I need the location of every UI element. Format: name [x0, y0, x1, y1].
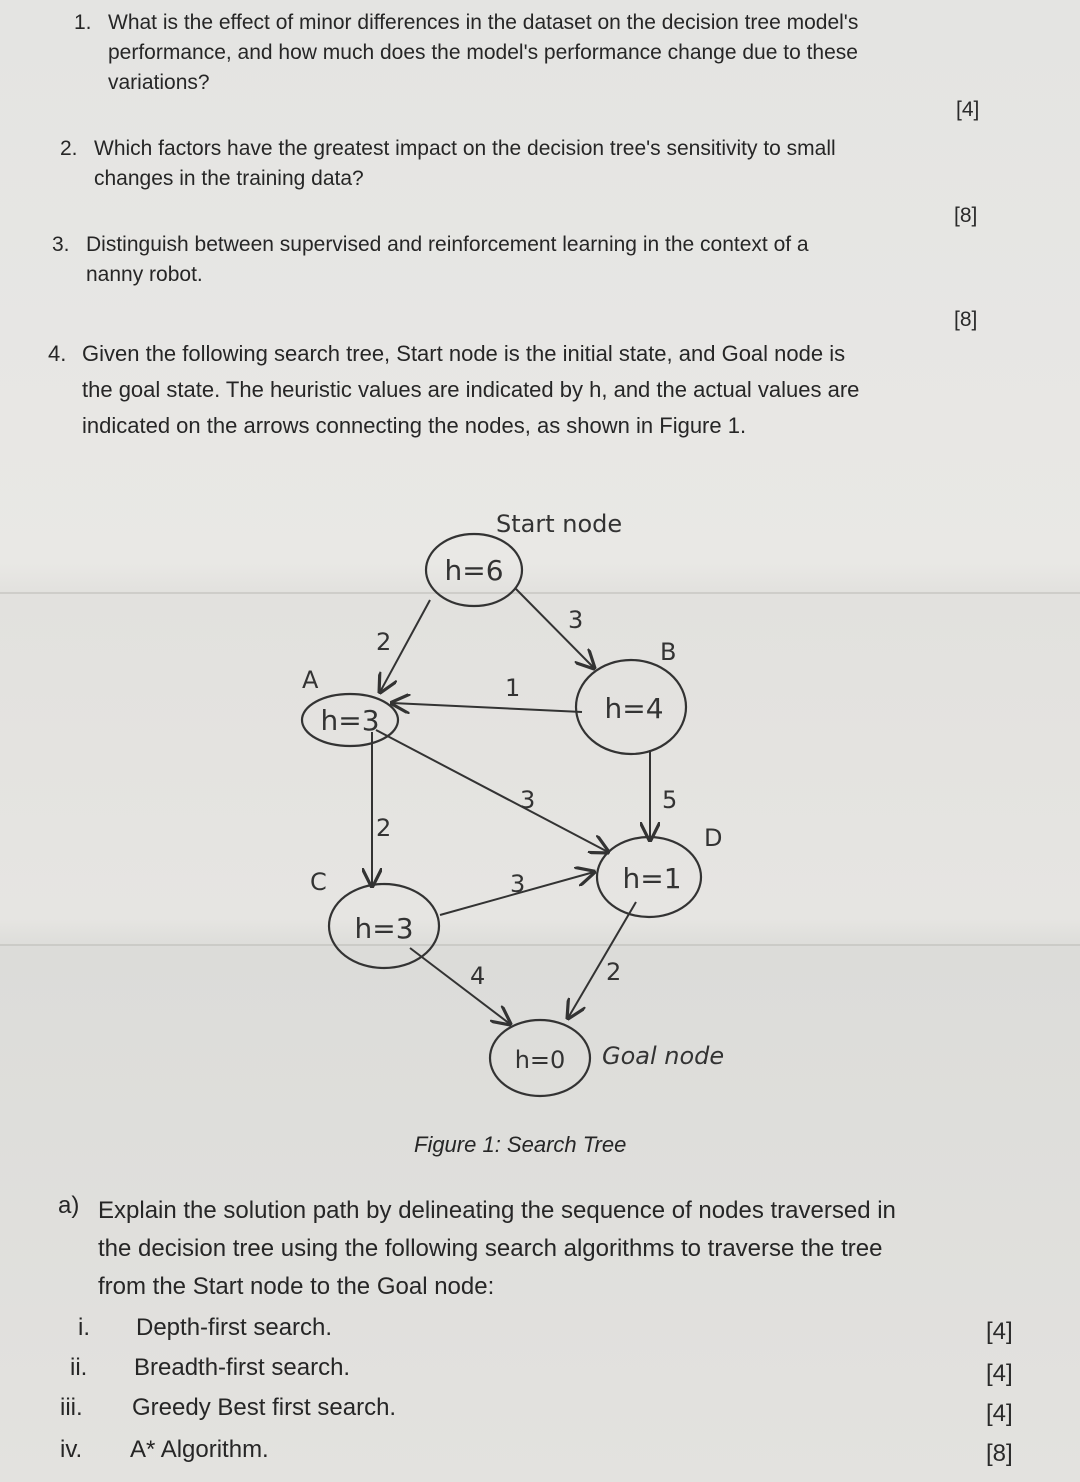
edge-weight-A-C: 2 [376, 814, 391, 842]
node-goal-h: h=0 [515, 1046, 566, 1074]
edge-C-goal [409, 947, 510, 1024]
figure-caption: Figure 1: Search Tree [414, 1132, 627, 1157]
node-D-h: h=1 [622, 862, 681, 895]
question-marks: [8] [954, 308, 978, 331]
question-3: 3. Distinguish between supervised and re… [52, 230, 809, 290]
edge-weight-start-A: 2 [376, 628, 391, 656]
node-C-name: C [310, 868, 327, 896]
edge-weight-B-A: 1 [505, 674, 520, 702]
item-text: Greedy Best first search. [132, 1394, 397, 1421]
algorithm-item: i. Depth-first search. [78, 1314, 333, 1342]
node-goal [488, 1018, 592, 1098]
start-node-label: Start node [496, 510, 622, 538]
part-a-line: the decision tree using the following se… [98, 1235, 883, 1262]
question-number: 4. [48, 341, 67, 366]
question-4: 4. Given the following search tree, Star… [48, 336, 860, 444]
question-text-line: indicated on the arrows connecting the n… [82, 413, 747, 438]
part-a-line: from the Start node to the Goal node: [98, 1273, 495, 1300]
node-A [300, 692, 400, 748]
question-text-line: Distinguish between supervised and reinf… [86, 233, 809, 256]
edge-weight-D-goal: 2 [606, 958, 621, 986]
edge-weight-A-D: 3 [520, 786, 535, 814]
item-numeral: i. [78, 1314, 90, 1341]
question-text-line: nanny robot. [86, 263, 203, 286]
question-text-line: Given the following search tree, Start n… [82, 341, 846, 366]
part-a-text: Explain the solution path by delineating… [98, 1192, 998, 1306]
question-1: 1. What is the effect of minor differenc… [74, 8, 859, 98]
question-marks: [8] [954, 204, 978, 227]
node-B [574, 658, 688, 756]
node-C-h: h=3 [354, 912, 413, 945]
item-text: Breadth-first search. [134, 1354, 351, 1381]
question-text-line: the goal state. The heuristic values are… [82, 377, 860, 402]
question-text-line: performance, and how much does the model… [108, 41, 858, 64]
node-A-name: A [302, 666, 319, 694]
node-C [327, 882, 441, 970]
edge-B-A [392, 703, 583, 712]
question-number: 1. [74, 11, 92, 34]
algorithm-item: iii. Greedy Best first search. [60, 1394, 397, 1422]
node-B-name: B [660, 638, 676, 666]
item-numeral: iv. [60, 1436, 83, 1463]
part-a-line: Explain the solution path by delineating… [98, 1197, 896, 1224]
item-marks: [4] [986, 1400, 1013, 1427]
edge-D-goal [568, 901, 637, 1018]
item-text: A* Algorithm. [130, 1436, 269, 1463]
algorithm-item: iv. A* Algorithm. [60, 1436, 269, 1464]
item-marks: [4] [986, 1360, 1013, 1387]
question-text-line: changes in the training data? [94, 167, 364, 190]
edge-weight-C-goal: 4 [470, 962, 485, 990]
item-marks: [8] [986, 1440, 1013, 1467]
goal-node-label: Goal node [602, 1042, 724, 1070]
edge-weight-start-B: 3 [568, 606, 583, 634]
question-text-line: variations? [108, 71, 210, 94]
edge-weight-C-D: 3 [510, 870, 525, 898]
question-number: 2. [60, 137, 78, 160]
node-A-h: h=3 [320, 704, 379, 737]
node-D [595, 835, 703, 919]
item-numeral: iii. [60, 1394, 83, 1421]
node-B-h: h=4 [604, 692, 663, 725]
search-tree-figure: h=6 h=3 h=4 h=3 h=1 h=0 Start node A B C… [300, 510, 724, 1098]
question-text-line: What is the effect of minor differences … [108, 11, 859, 34]
edge-weight-B-D: 5 [662, 786, 677, 814]
edge-start-A [380, 599, 431, 692]
edge-A-D [375, 729, 608, 852]
node-start-h: h=6 [444, 554, 503, 587]
question-2: 2. Which factors have the greatest impac… [60, 134, 836, 194]
item-text: Depth-first search. [136, 1314, 333, 1341]
node-D-name: D [704, 824, 722, 852]
edge-start-B [514, 587, 594, 668]
question-text-line: Which factors have the greatest impact o… [94, 137, 836, 160]
edge-C-D [439, 872, 594, 916]
part-a-label: a) [58, 1192, 80, 1219]
question-number: 3. [52, 233, 70, 256]
item-marks: [4] [986, 1318, 1013, 1345]
item-numeral: ii. [70, 1354, 88, 1381]
question-marks: [4] [956, 98, 980, 121]
node-start [424, 532, 524, 608]
algorithm-item: ii. Breadth-first search. [70, 1354, 351, 1382]
